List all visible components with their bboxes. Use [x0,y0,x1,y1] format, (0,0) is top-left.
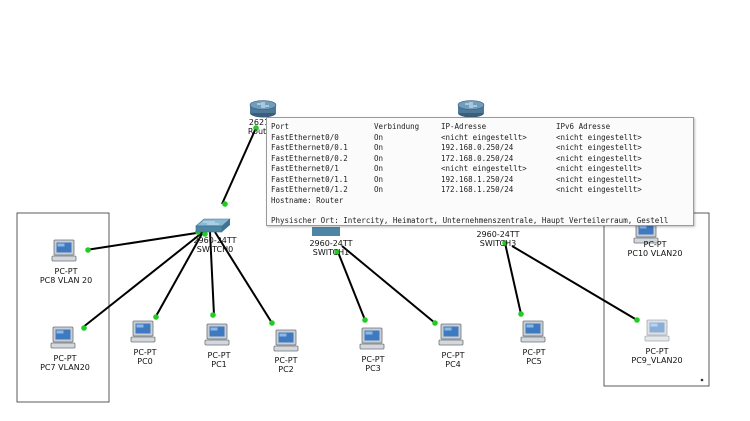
router-info-tooltip: Port Verbindung IP-Adresse IPv6 Adresse … [266,117,694,226]
pc3-name-label: PC3 [365,364,381,373]
pc8-model-label: PC-PT [54,267,78,276]
port-name: FastEthernet0/0.2 [271,153,348,163]
switch3-name-label: SWITCH3 [479,239,517,248]
port-ip: 192.168.0.250/24 [441,143,514,152]
col-port-header: Port [271,122,290,131]
pc-icon[interactable] [50,326,76,349]
pc2-name-label: PC2 [278,365,294,374]
switch0-name-label: SWITCH0 [196,245,234,254]
port-ipv6: <nicht eingestellt> [556,132,642,142]
port-link: On [374,174,384,184]
port-ipv6: <nicht eingestellt> [556,143,642,152]
col-ipv6-header: IPv6 Adresse [556,122,611,131]
pc1-model-label: PC-PT [207,351,231,360]
port-ipv6: <nicht eingestellt> [556,185,642,194]
pc7-name-label: PC7 VLAN20 [40,363,90,372]
pc-icon[interactable] [438,323,464,346]
port-ip: <nicht eingestellt> [441,132,527,142]
port-name: FastEthernet0/1.1 [271,174,348,184]
port-ip: 172.168.0.250/24 [441,153,514,163]
pc-icon[interactable] [273,329,299,352]
pc0-model-label: PC-PT [133,348,157,357]
pc-icon[interactable] [130,320,156,343]
port-name: FastEthernet0/0 [271,132,339,142]
link-switch0-pc0 [154,231,204,319]
port-name: FastEthernet0/1 [271,164,339,173]
port-ipv6: <nicht eingestellt> [556,174,642,184]
port-link: On [374,164,384,173]
port-ipv6: <nicht eingestellt> [556,164,642,173]
router-name-label: Rout [247,127,267,136]
switch1-model-label: 2960-24TT [309,239,353,248]
pc-icon[interactable] [644,319,670,342]
port-row: FastEthernet0/0.1 On 192.168.0.250/24 <n… [271,143,693,154]
link-switch1-pc3 [337,251,366,321]
link-switch0-pc7 [81,231,204,329]
link-switch3-pc5 [504,242,522,315]
pc0-name-label: PC0 [137,357,153,366]
port-ip: 192.168.1.250/24 [441,174,514,184]
link-router-switch0 [221,127,257,205]
tooltip-header-row: Port Verbindung IP-Adresse IPv6 Adresse [271,122,693,133]
col-ip-header: IP-Adresse [441,122,487,131]
port-name: FastEthernet0/1.2 [271,185,348,194]
port-link: On [374,185,384,194]
port-link: On [374,132,384,142]
pc2-model-label: PC-PT [274,356,298,365]
link-switch3-pc9 [511,245,638,321]
switch-icon[interactable] [195,218,231,233]
resize-handle[interactable] [700,378,704,382]
router-icon[interactable] [457,100,485,118]
link-switch1-pc4 [341,245,436,324]
link-switch0-pc1 [209,231,215,316]
port-link: On [374,153,384,163]
port-ip: <nicht eingestellt> [441,164,527,173]
link-switch0-pc8 [85,231,204,251]
switch1-name-label: SWITCH1 [312,248,350,257]
pc10-model-label: PC-PT [643,240,667,249]
port-row: FastEthernet0/1.2 On 172.168.1.250/24 <n… [271,185,693,196]
pc-icon[interactable] [359,327,385,350]
switch0-model-label: 2960-24TT [193,236,237,245]
pc-icon[interactable] [204,323,230,346]
pc-icon[interactable] [520,320,546,343]
link-switch0-pc2 [214,231,273,324]
router-icon[interactable] [249,100,277,118]
pc4-model-label: PC-PT [441,351,465,360]
link-status-dots [81,125,640,331]
pc10-name-label: PC10 VLAN20 [627,249,683,258]
router-model-label: 2621 [248,118,270,127]
tooltip-hostname: Hostname: Router [271,195,344,205]
port-name: FastEthernet0/0.1 [271,143,348,152]
port-row: FastEthernet0/0.2 On 172.168.0.250/24 <n… [271,154,693,165]
pc-icon[interactable] [51,239,77,262]
port-link: On [374,143,384,152]
port-row: FastEthernet0/0 On <nicht eingestellt> <… [271,133,693,144]
pc5-name-label: PC5 [526,357,542,366]
port-ipv6: <nicht eingestellt> [556,153,642,163]
port-row: FastEthernet0/1 On <nicht eingestellt> <… [271,164,693,175]
col-link-header: Verbindung [374,122,420,131]
pc8-name-label: PC8 VLAN 20 [39,276,93,285]
pc5-model-label: PC-PT [522,348,546,357]
switch-icon[interactable] [312,227,340,236]
pc7-model-label: PC-PT [53,354,77,363]
pc4-name-label: PC4 [445,360,461,369]
pc9-model-label: PC-PT [645,347,669,356]
pc1-name-label: PC1 [211,360,227,369]
switch3-model-label: 2960-24TT [476,230,520,239]
tooltip-location: Physischer Ort: Intercity, Heimatort, Un… [271,216,669,225]
port-row: FastEthernet0/1.1 On 192.168.1.250/24 <n… [271,175,693,186]
port-ip: 172.168.1.250/24 [441,185,514,194]
pc9-name-label: PC9_VLAN20 [631,356,683,365]
network-links [81,127,638,329]
pc3-model-label: PC-PT [361,355,385,364]
